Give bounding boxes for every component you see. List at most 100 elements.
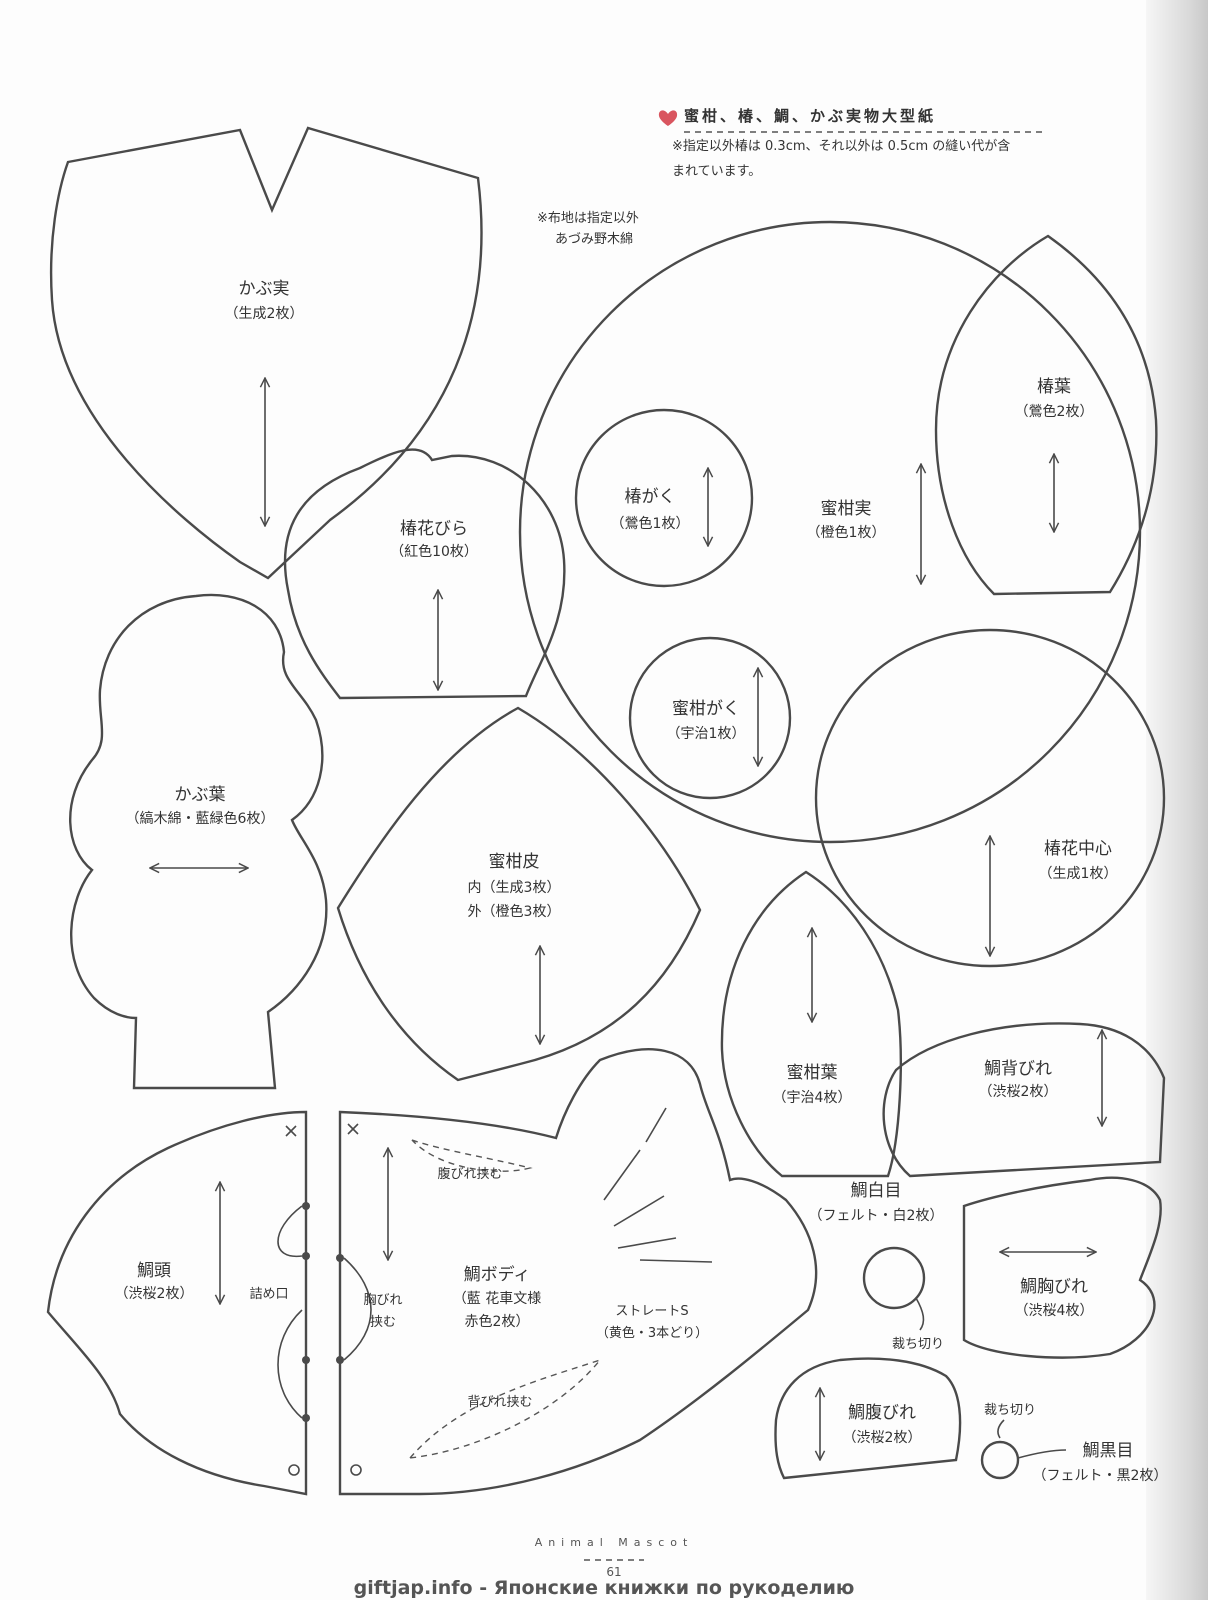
mikan-ha-detail: （宇治4枚） [773, 1090, 852, 1106]
tai-body-stitch-lines [603, 1107, 713, 1263]
piece-tsubaki-chushin: 椿花中心 （生成1枚） [814, 628, 1166, 968]
piece-tai-sebire: 鯛背びれ （渋桜2枚） [882, 1022, 1166, 1178]
fabric-note-line1: ※布地は指定以外 [537, 211, 639, 226]
page-title: 蜜柑、椿、鯛、かぶ実物大型紙 [684, 107, 936, 125]
tai-body-back-fin-guide [408, 1358, 603, 1459]
tai-atama-cross-mark [285, 1125, 297, 1137]
piece-kabu-mi: かぶ実 （生成2枚） [49, 126, 483, 580]
tai-kurome-detail: （フェルト・黒2枚） [1033, 1468, 1168, 1484]
tai-body-stitch-label1: ストレートS [615, 1304, 688, 1319]
header: 蜜柑、椿、鯛、かぶ実物大型紙 ※指定以外椿は 0.3cm、それ以外は 0.5cm… [658, 107, 1045, 179]
kabu-ha-detail: （縞木綿・藍緑色6枚） [126, 810, 275, 827]
tai-body-belly-fin-label: 腹びれ挟む [437, 1166, 502, 1182]
tai-body-detail2: 赤色2枚） [465, 1313, 530, 1330]
tai-body-belly-fin-guide [411, 1139, 533, 1172]
tai-kurome-outline [980, 1440, 1020, 1480]
piece-tsubaki-gaku: 椿がく （鶯色1枚） [574, 408, 754, 588]
kabu-ha-name: かぶ葉 [175, 785, 226, 805]
heart-icon [658, 110, 678, 126]
mikan-kawa-name: 蜜柑皮 [489, 852, 540, 872]
tai-munabire-name: 鯛胸びれ [1020, 1277, 1088, 1297]
tsubaki-gaku-detail: （鶯色1枚） [611, 515, 690, 532]
tai-kurome-cut-leader [997, 1419, 1005, 1439]
tai-harabire-outline [774, 1357, 962, 1480]
tsubaki-chushin-detail: （生成1枚） [1039, 866, 1118, 882]
tsubaki-hanabira-name: 椿花びら [400, 519, 468, 539]
page-edge-shadow [1146, 0, 1208, 1600]
tai-body-match-circle [350, 1464, 362, 1476]
piece-tai-body: 腹びれ挟む 胸びれ 挟む 鯛ボディ （藍 花車文様 赤色2枚） ストレートS （… [336, 1048, 818, 1496]
tai-shirome-detail: （フェルト・白2枚） [809, 1208, 944, 1224]
tai-harabire-name: 鯛腹びれ [848, 1403, 916, 1423]
tai-body-outline [338, 1048, 818, 1496]
mikan-ha-outline [720, 870, 902, 1178]
mikan-kawa-detail-outer: 外（橙色3枚） [468, 903, 561, 920]
kabu-mi-detail: （生成2枚） [225, 306, 304, 322]
piece-tsubaki-hanabira: 椿花びら （紅色10枚） [283, 448, 566, 700]
tai-atama-bracket-lower [277, 1309, 303, 1419]
piece-tai-harabire: 鯛腹びれ （渋桜2枚） [774, 1357, 962, 1480]
tsubaki-ha-detail: （鶯色2枚） [1015, 403, 1094, 420]
fabric-note: ※布地は指定以外 あづみ野木綿 [537, 211, 639, 247]
fabric-note-line2: あづみ野木綿 [555, 232, 633, 247]
kabu-mi-outline [49, 126, 483, 580]
tai-body-detail1: （藍 花車文様 [453, 1290, 541, 1307]
watermark: giftjap.info - Японские книжки по рукоде… [354, 1577, 855, 1599]
tsubaki-chushin-outline [814, 628, 1166, 968]
tai-body-chest-fin-bracket [343, 1257, 372, 1361]
mikan-kawa-detail-inner: 内（生成3枚） [468, 880, 561, 896]
tai-atama-detail: （渋桜2枚） [115, 1286, 194, 1302]
tai-shirome-name: 鯛白目 [851, 1181, 902, 1201]
tai-body-match-dots [336, 1254, 344, 1364]
piece-tsubaki-ha: 椿葉 （鶯色2枚） [934, 234, 1158, 596]
tai-body-cross-mark [347, 1123, 359, 1135]
page-number: 61 [606, 1565, 621, 1579]
kabu-mi-name: かぶ実 [239, 279, 290, 299]
tsubaki-ha-name: 椿葉 [1037, 377, 1071, 397]
mikan-gaku-name: 蜜柑がく [672, 699, 740, 719]
tai-sebire-outline [882, 1022, 1166, 1178]
tai-kurome-cut-label: 裁ち切り [984, 1402, 1036, 1418]
tai-kurome-name-leader [1017, 1449, 1067, 1459]
tsubaki-gaku-outline [574, 408, 754, 588]
tai-shirome-cut-label: 裁ち切り [892, 1336, 944, 1352]
tai-body-name: 鯛ボディ [464, 1264, 531, 1285]
tai-body-back-fin-label: 背びれ挟む [467, 1395, 532, 1410]
tsubaki-hanabira-detail: （紅色10枚） [390, 543, 478, 560]
tai-shirome-leader [915, 1297, 925, 1331]
piece-kabu-ha: かぶ葉 （縞木綿・藍緑色6枚） [69, 593, 328, 1090]
tai-body-chest-fin-label1: 胸びれ [363, 1293, 402, 1308]
tai-munabire-detail: （渋桜4枚） [1015, 1303, 1094, 1319]
seam-note-line2: まれています。 [672, 164, 761, 179]
tai-body-chest-fin-label2: 挟む [370, 1315, 396, 1330]
tai-harabire-detail: （渋桜2枚） [843, 1430, 922, 1446]
mikan-kawa-outline [336, 706, 702, 1082]
tai-atama-outline [46, 1110, 308, 1496]
kabu-ha-outline [69, 593, 328, 1090]
tai-shirome-outline [862, 1246, 926, 1310]
piece-tai-atama: 鯛頭 （渋桜2枚） 詰め口 [46, 1110, 310, 1496]
piece-tai-shirome: 鯛白目 （フェルト・白2枚） 裁ち切り [809, 1181, 944, 1352]
footer-brand: Animal Mascot [535, 1536, 694, 1549]
mikan-gaku-outline [628, 636, 792, 800]
tai-atama-match-circle [288, 1464, 300, 1476]
tsubaki-ha-outline [934, 234, 1158, 596]
piece-mikan-gaku: 蜜柑がく （宇治1枚） [628, 636, 792, 800]
mikan-mi-detail: （橙色1枚） [807, 524, 886, 541]
mikan-mi-name: 蜜柑実 [821, 499, 872, 519]
tai-atama-bracket-upper [277, 1205, 303, 1258]
tsubaki-chushin-name: 椿花中心 [1044, 839, 1112, 859]
piece-tai-kurome: 裁ち切り 鯛黒目 （フェルト・黒2枚） [980, 1402, 1168, 1484]
seam-note-line1: ※指定以外椿は 0.3cm、それ以外は 0.5cm の縫い代が含 [672, 138, 1010, 154]
piece-tai-munabire: 鯛胸びれ （渋桜4枚） [962, 1176, 1162, 1359]
tai-munabire-outline [962, 1176, 1162, 1359]
tai-atama-opening-label: 詰め口 [249, 1286, 288, 1302]
tai-sebire-name: 鯛背びれ [984, 1059, 1052, 1079]
tsubaki-hanabira-outline [283, 448, 566, 700]
tai-atama-match-dots [302, 1202, 310, 1422]
tai-atama-name: 鯛頭 [137, 1261, 171, 1281]
tai-kurome-name: 鯛黒目 [1083, 1441, 1134, 1461]
tai-sebire-detail: （渋桜2枚） [979, 1084, 1058, 1100]
